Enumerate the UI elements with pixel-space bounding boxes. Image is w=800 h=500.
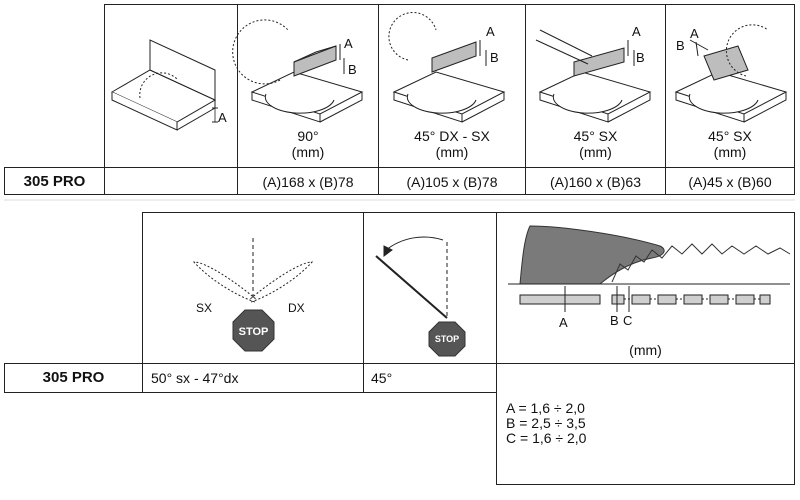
col-header-45-dx-sx: 45° DX - SX (mm) [378, 128, 526, 160]
stop-label-small: STOP [435, 334, 459, 344]
svg-text:B: B [676, 38, 685, 53]
stop-sign-icon-small [428, 321, 466, 357]
tooth-label-a: A [559, 315, 568, 330]
svg-text:A: A [690, 26, 699, 41]
miter-saw-45-sx-bevel-diagram [674, 24, 788, 123]
miter-saw-45-dx-sx-diagram [388, 12, 506, 123]
bottom-row-tilt: 45° [371, 370, 393, 386]
col-header-angle: 45° SX [708, 128, 752, 144]
svg-text:B: B [490, 50, 499, 65]
col-header-angle: 90° [297, 128, 319, 144]
svg-text:B: B [348, 62, 357, 77]
top-row-value: (A)45 x (B)60 [688, 174, 772, 190]
col-header-unit: (mm) [713, 144, 747, 160]
miter-saw-45-sx-diagram [535, 29, 652, 123]
svg-text:A: A [344, 36, 353, 51]
tilt-diagram [375, 236, 448, 319]
col-header-unit: (mm) [291, 144, 325, 160]
col-header-unit: (mm) [435, 144, 469, 160]
col-header-90: 90° (mm) [237, 128, 379, 160]
bottom-row-model: 305 PRO [42, 369, 105, 386]
bottom-specs-cell [496, 363, 795, 485]
top-row-value: (A)168 x (B)78 [262, 174, 354, 190]
sx-label: SX [196, 301, 212, 315]
miter-saw-90-diagram [232, 19, 364, 123]
top-row-value: (A)105 x (B)78 [406, 174, 498, 190]
rotation-diagram [192, 238, 314, 303]
top-row-model: 305 PRO [23, 173, 86, 190]
col-header-45-sx: 45° SX (mm) [525, 128, 666, 160]
dx-label: DX [288, 301, 305, 315]
top-row-value: (A)160 x (B)63 [549, 174, 642, 190]
riving-knife-diagram [508, 225, 791, 312]
col-header-angle: 45° SX [573, 128, 618, 144]
stop-label: STOP [239, 326, 269, 338]
spec-c: C = 1,6 ÷ 2,0 [506, 430, 587, 446]
svg-text:A: A [486, 24, 495, 39]
tooth-label-c: C [623, 313, 632, 328]
col-header-45-sx-bevel: 45° SX (mm) [665, 128, 795, 160]
col-header-angle: 45° DX - SX [414, 128, 490, 144]
tooth-label-b: B [610, 313, 619, 328]
top-row-value-cell [665, 167, 795, 195]
svg-text:B: B [636, 50, 645, 65]
teeth-unit: (mm) [629, 342, 662, 358]
bottom-row-rotation: 50° sx - 47°dx [151, 370, 239, 386]
svg-text:A: A [632, 24, 641, 39]
col-header-unit: (mm) [579, 144, 612, 160]
diagram-label-a: A [218, 110, 227, 125]
stop-sign-icon [232, 309, 275, 352]
saw-slab-diagram [110, 39, 218, 131]
spec-a: A = 1,6 ÷ 2,0 [506, 400, 585, 416]
spec-b: B = 2,5 ÷ 3,5 [506, 415, 586, 431]
